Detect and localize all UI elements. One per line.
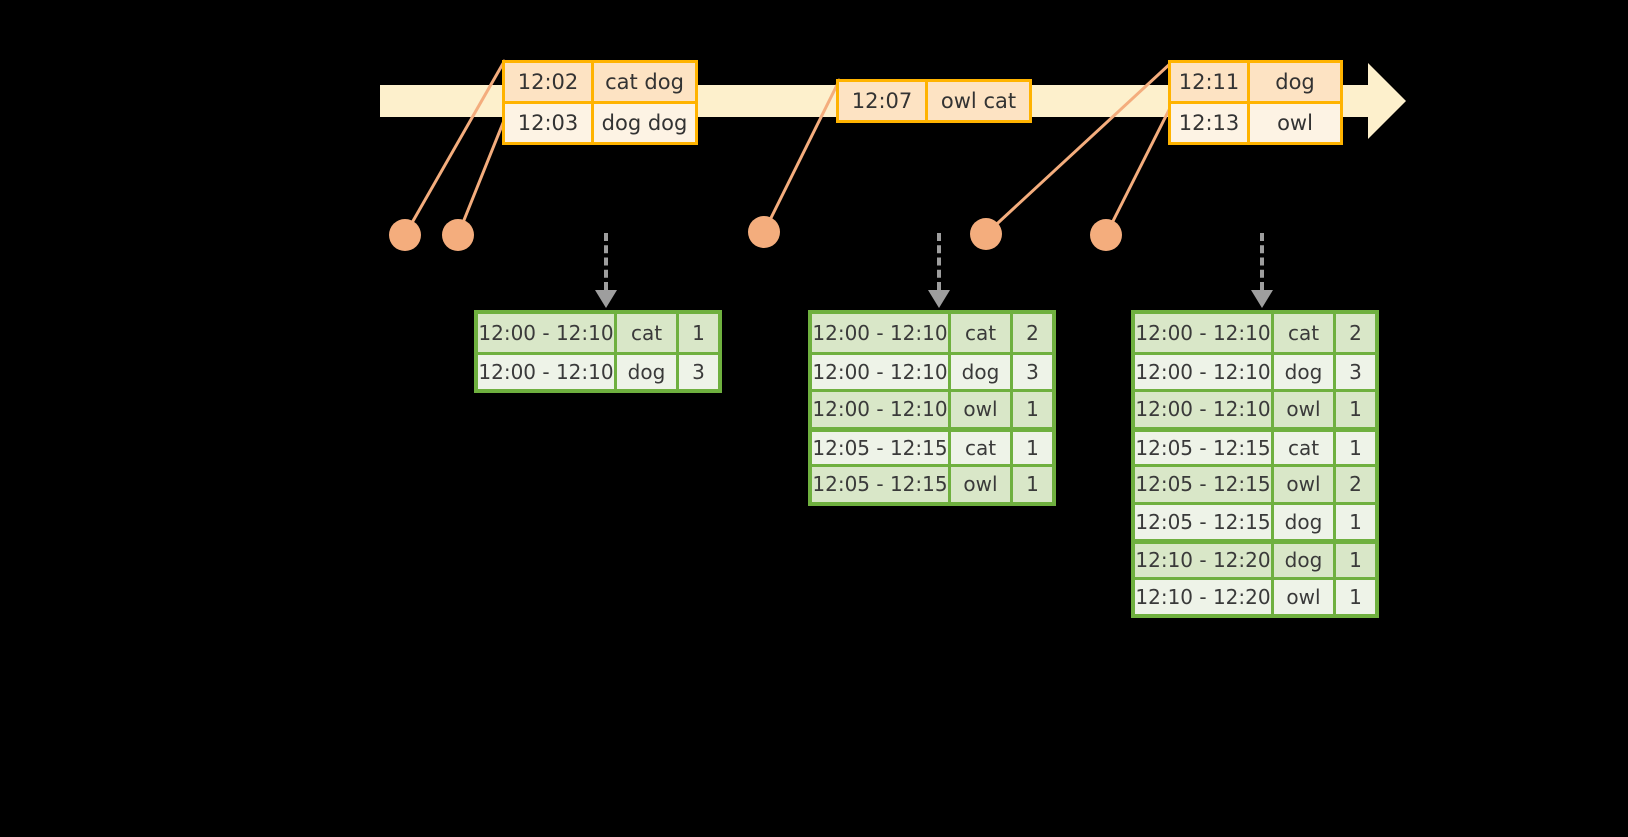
arrow-head-icon xyxy=(1251,290,1273,308)
cell-count: 1 xyxy=(1010,431,1052,464)
emit-arrow-3 xyxy=(1251,233,1273,308)
event-payload: owl xyxy=(1247,104,1340,142)
cell-key: owl xyxy=(1271,467,1333,502)
cell-key: dog xyxy=(614,354,676,389)
cell-count: 3 xyxy=(1333,354,1375,389)
cell-count: 2 xyxy=(1333,314,1375,352)
cell-window: 12:05 - 12:15 xyxy=(812,472,948,497)
cell-window: 12:05 - 12:15 xyxy=(812,435,948,460)
connector-line-2 xyxy=(456,117,507,236)
cell-count: 1 xyxy=(1010,392,1052,427)
cell-window: 12:05 - 12:15 xyxy=(1135,509,1271,534)
cell-window: 12:00 - 12:10 xyxy=(1135,320,1271,345)
cell-key: dog xyxy=(1271,504,1333,539)
cell-window: 12:00 - 12:10 xyxy=(812,397,948,422)
event-payload: dog xyxy=(1247,63,1340,101)
event-timestamp: 12:02 xyxy=(505,63,591,101)
cell-key: cat xyxy=(1271,314,1333,352)
event-timestamp: 12:07 xyxy=(839,82,925,120)
cell-key: cat xyxy=(1271,431,1333,464)
cell-key: dog xyxy=(1271,544,1333,577)
event-timestamp: 12:03 xyxy=(505,104,591,142)
cell-count: 2 xyxy=(1333,467,1375,502)
cell-count: 3 xyxy=(676,354,718,389)
cell-count: 3 xyxy=(1010,354,1052,389)
cell-window: 12:00 - 12:10 xyxy=(1135,397,1271,422)
cell-key: cat xyxy=(948,314,1010,352)
arrow-shaft xyxy=(604,233,608,290)
cell-window: 12:10 - 12:20 xyxy=(1135,584,1271,609)
emit-arrow-2 xyxy=(928,233,950,308)
event-payload: dog dog xyxy=(591,104,695,142)
cell-count: 1 xyxy=(1333,392,1375,427)
arrow-head-icon xyxy=(595,290,617,308)
event-marker-5 xyxy=(1090,219,1122,251)
cell-key: owl xyxy=(1271,579,1333,614)
event-timestamp: 12:11 xyxy=(1171,63,1247,101)
cell-key: cat xyxy=(614,314,676,352)
cell-key: owl xyxy=(948,392,1010,427)
event-marker-1 xyxy=(389,219,421,251)
cell-count: 2 xyxy=(1010,314,1052,352)
cell-count: 1 xyxy=(1333,431,1375,464)
cell-key: cat xyxy=(948,431,1010,464)
event-marker-3 xyxy=(748,216,780,248)
cell-key: dog xyxy=(1271,354,1333,389)
cell-window: 12:00 - 12:10 xyxy=(1135,359,1271,384)
timeline-arrowhead-icon xyxy=(1368,63,1406,139)
arrow-head-icon xyxy=(928,290,950,308)
cell-count: 1 xyxy=(676,314,718,352)
cell-key: owl xyxy=(1271,392,1333,427)
emit-arrow-1 xyxy=(595,233,617,308)
event-timestamp: 12:13 xyxy=(1171,104,1247,142)
connector-line-5 xyxy=(1104,103,1174,236)
event-payload: owl cat xyxy=(925,82,1029,120)
cell-window: 12:00 - 12:10 xyxy=(478,320,614,345)
cell-window: 12:05 - 12:15 xyxy=(1135,472,1271,497)
cell-key: owl xyxy=(948,467,1010,502)
arrow-shaft xyxy=(937,233,941,290)
event-marker-2 xyxy=(442,219,474,251)
arrow-shaft xyxy=(1260,233,1264,290)
cell-window: 12:00 - 12:10 xyxy=(812,359,948,384)
cell-count: 1 xyxy=(1010,467,1052,502)
cell-count: 1 xyxy=(1333,544,1375,577)
cell-count: 1 xyxy=(1333,504,1375,539)
event-payload: cat dog xyxy=(591,63,695,101)
cell-window: 12:10 - 12:20 xyxy=(1135,548,1271,573)
cell-window: 12:00 - 12:10 xyxy=(812,320,948,345)
cell-count: 1 xyxy=(1333,579,1375,614)
event-marker-4 xyxy=(970,218,1002,250)
cell-key: dog xyxy=(948,354,1010,389)
cell-window: 12:05 - 12:15 xyxy=(1135,435,1271,460)
cell-window: 12:00 - 12:10 xyxy=(478,359,614,384)
